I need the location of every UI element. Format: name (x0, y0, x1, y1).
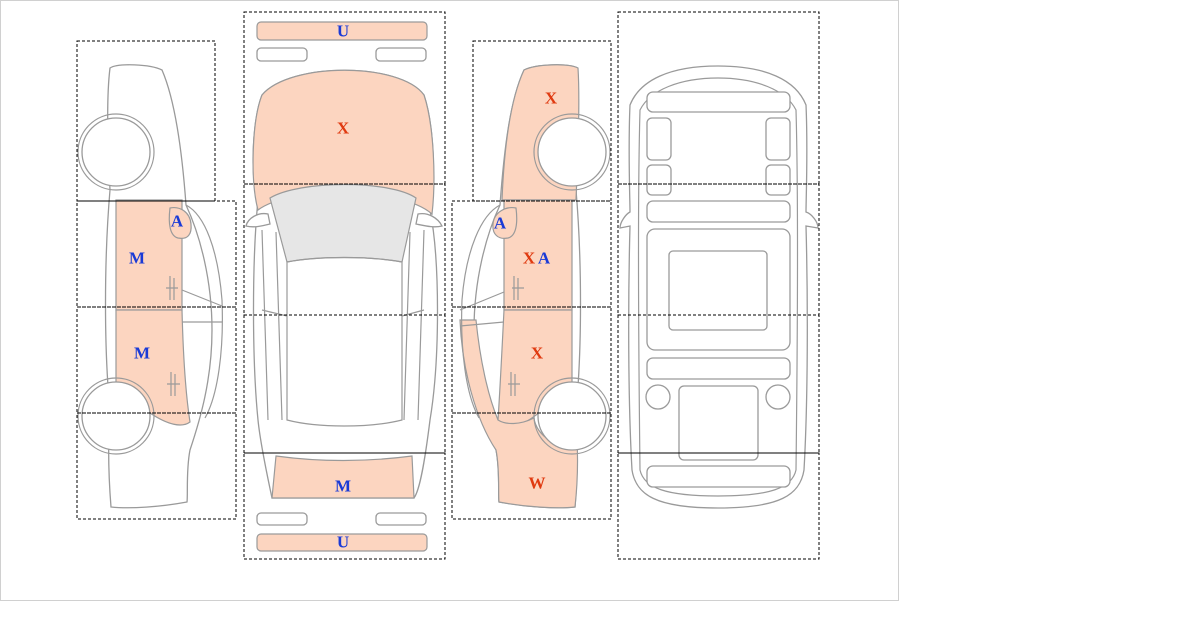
code-right-mirror: A (494, 214, 507, 233)
code-right-front-door-a: A (538, 249, 551, 268)
underside-left-rear-hub (645, 384, 671, 410)
left-window-line (181, 289, 223, 323)
code-right-rear-door: X (531, 344, 544, 363)
code-rear-bumper: U (337, 533, 349, 552)
left-front-wheel-arch (77, 113, 155, 191)
grid-left-2 (76, 200, 237, 308)
code-left-front-door: M (129, 249, 145, 268)
code-right-front-door-x: X (523, 249, 536, 268)
underside-rear-bar (646, 465, 791, 488)
grid-right-2 (451, 200, 612, 308)
code-left-mirror: A (171, 212, 184, 231)
right-rear-wheel-arch (533, 377, 611, 455)
right-front-wheel (537, 117, 607, 187)
underside-floor-panel (668, 250, 768, 331)
rear-right-quarter[interactable] (459, 319, 579, 509)
grid-under-1 (617, 11, 820, 185)
grid-top-3 (243, 314, 446, 454)
diagram-frame (0, 0, 899, 601)
right-front-handle (512, 276, 524, 300)
left-front-pillar (185, 204, 223, 419)
code-right-fender: X (545, 89, 558, 108)
underside-view (619, 65, 819, 509)
left-front-handle (166, 276, 178, 300)
rear-right-light (375, 512, 427, 526)
underside-cross-bar-1 (646, 200, 791, 223)
right-rear-wheel (537, 381, 607, 451)
damage-codes: A M M U X M U X A X A X W (129, 22, 558, 552)
code-front-bumper: U (337, 22, 349, 41)
left-rear-wheel-arch (77, 377, 155, 455)
right-rear-handle (508, 372, 520, 396)
grid-left-4 (76, 412, 237, 520)
front-left-light (256, 47, 308, 62)
grid-top-1 (243, 11, 446, 185)
left-side-rail (261, 229, 283, 421)
underside-tank (678, 385, 759, 461)
grid-under-4 (617, 452, 820, 560)
grid-boxes (76, 11, 820, 560)
grid-right-3 (451, 306, 612, 414)
grid-right-4 (451, 412, 612, 520)
grid-top-4 (243, 452, 446, 560)
underside-right-mount-2 (765, 164, 791, 196)
left-mirror-top (245, 212, 271, 228)
grid-under-3 (617, 314, 820, 454)
code-left-rear-door: M (134, 344, 150, 363)
front-bumper[interactable] (256, 21, 428, 41)
front-right-light (375, 47, 427, 62)
right-side-rail (403, 229, 425, 421)
right-mirror-top (415, 212, 443, 228)
windshield (269, 183, 417, 263)
underside-cross-bar-2 (646, 357, 791, 380)
underside-right-mount-1 (765, 117, 791, 161)
right-front-pillar (461, 204, 501, 419)
code-right-quarter: W (529, 474, 546, 493)
underside-left-mount-1 (646, 117, 672, 161)
underside-right-rear-hub (765, 384, 791, 410)
right-mirror[interactable] (492, 207, 518, 239)
underside-front-bar (646, 91, 791, 113)
left-rear-wheel (81, 381, 151, 451)
underside-left-mount-2 (646, 164, 672, 196)
roof-outline (286, 256, 403, 427)
rear-bumper[interactable] (256, 533, 428, 552)
grid-left-3 (76, 306, 237, 414)
grid-left-1 (76, 40, 216, 202)
rear-left-light (256, 512, 308, 526)
left-rear-handle (167, 372, 180, 396)
left-side-view (77, 64, 223, 509)
left-mirror[interactable] (168, 207, 192, 239)
code-hood: X (337, 119, 350, 138)
underside-inner-outline (637, 77, 799, 497)
right-side-view (459, 64, 611, 509)
right-front-wheel-arch (533, 113, 611, 191)
code-trunk: M (335, 477, 351, 496)
trunk[interactable] (271, 455, 415, 499)
top-view (245, 21, 443, 552)
left-front-wheel (81, 117, 151, 187)
